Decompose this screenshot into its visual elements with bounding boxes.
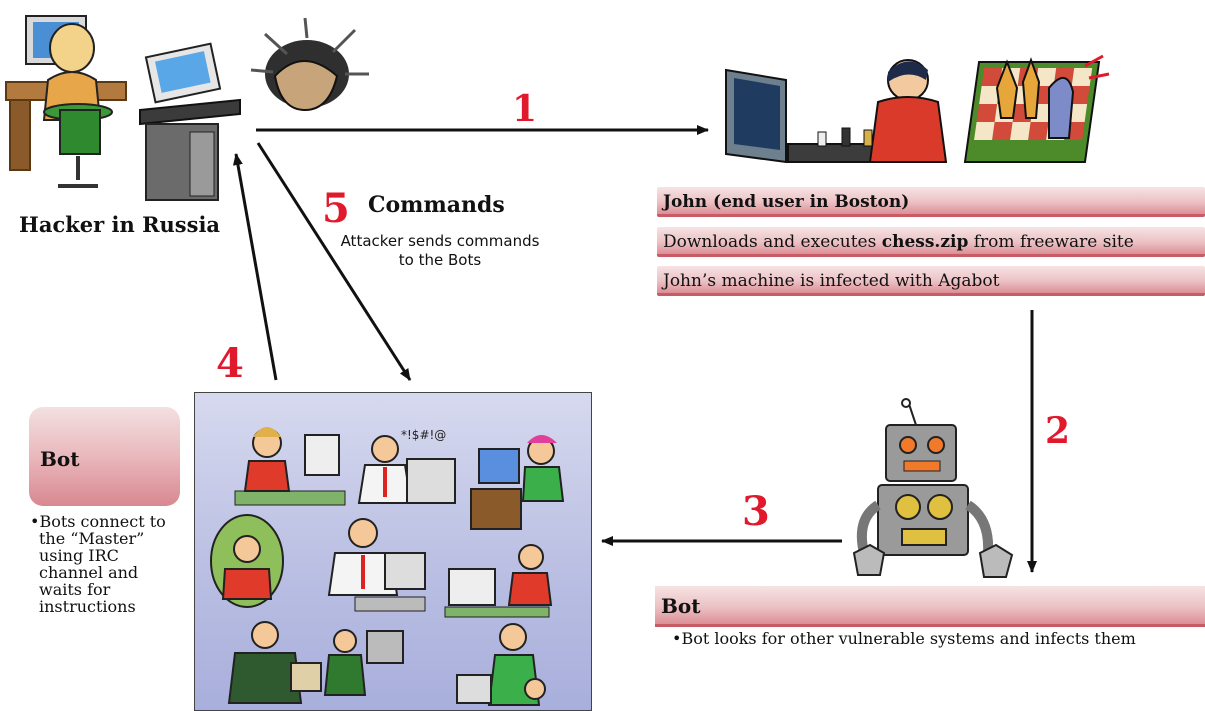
step-number-3: 3 (742, 488, 770, 535)
infected-users-illustration: *!$#!@ (210, 427, 565, 706)
john-download-file: chess.zip (881, 232, 969, 252)
user-figure-1 (234, 427, 346, 506)
left-bot-line-6: instructions (39, 597, 136, 616)
user-figure-8 (323, 629, 404, 696)
john-illustration (725, 59, 948, 164)
user-figure-9 (456, 623, 546, 706)
left-bot-box: Bot (29, 407, 180, 506)
left-bot-line-5: waits for (39, 580, 111, 599)
john-download-prefix: Downloads and executes (663, 232, 882, 252)
arrow-step-5 (256, 142, 412, 381)
step-number-2: 2 (1045, 410, 1071, 452)
john-infected-band: John’s machine is infected with Agabot (657, 266, 1205, 296)
user-figure-3 (470, 435, 565, 530)
left-bot-line-4: channel and (39, 563, 139, 582)
step-number-1: 1 (512, 88, 538, 130)
john-infected-text: John’s machine is infected with Agabot (663, 271, 1000, 291)
infected-users-panel: *!$#!@ (194, 392, 592, 711)
commands-desc-line1: Attacker sends commands (340, 232, 540, 250)
john-download-band: Downloads and executes chess.zip from fr… (657, 227, 1205, 257)
left-bot-line-1: Bots connect to (39, 512, 166, 531)
hacker-illustration (5, 15, 241, 201)
robot-illustration (852, 398, 1014, 578)
hacker-label: Hacker in Russia (19, 212, 221, 237)
right-bot-band: Bot (655, 586, 1205, 627)
chess-board-illustration (963, 54, 1110, 163)
commands-desc: Attacker sends commands to the Bots (300, 232, 580, 270)
left-bot-bullet: • (30, 512, 40, 531)
john-download-suffix: from freeware site (968, 232, 1134, 252)
left-bot-title: Bot (40, 447, 80, 471)
right-bot-description: •Bot looks for other vulnerable systems … (672, 629, 1136, 648)
hacker-head-illustration (250, 17, 369, 112)
arrow-step-4 (232, 153, 278, 381)
left-bot-description: •Bots connect to the “Master” using IRC … (30, 513, 180, 615)
user-figure-5 (327, 518, 426, 612)
user-figure-2: *!$#!@ (357, 428, 456, 504)
john-title: John (end user in Boston) (663, 192, 910, 212)
commands-desc-line2: to the Bots (398, 251, 482, 269)
svg-text:*!$#!@: *!$#!@ (401, 428, 446, 442)
user-figure-4 (210, 514, 284, 608)
step-number-4: 4 (216, 340, 244, 387)
commands-title: Commands (368, 192, 505, 218)
step-number-5: 5 (322, 185, 350, 232)
left-bot-line-2: the “Master” (39, 529, 145, 548)
right-bot-title: Bot (661, 594, 701, 618)
user-figure-6 (444, 544, 553, 618)
left-bot-line-3: using IRC (39, 546, 119, 565)
user-figure-7 (227, 621, 322, 704)
john-title-band: John (end user in Boston) (657, 187, 1205, 217)
